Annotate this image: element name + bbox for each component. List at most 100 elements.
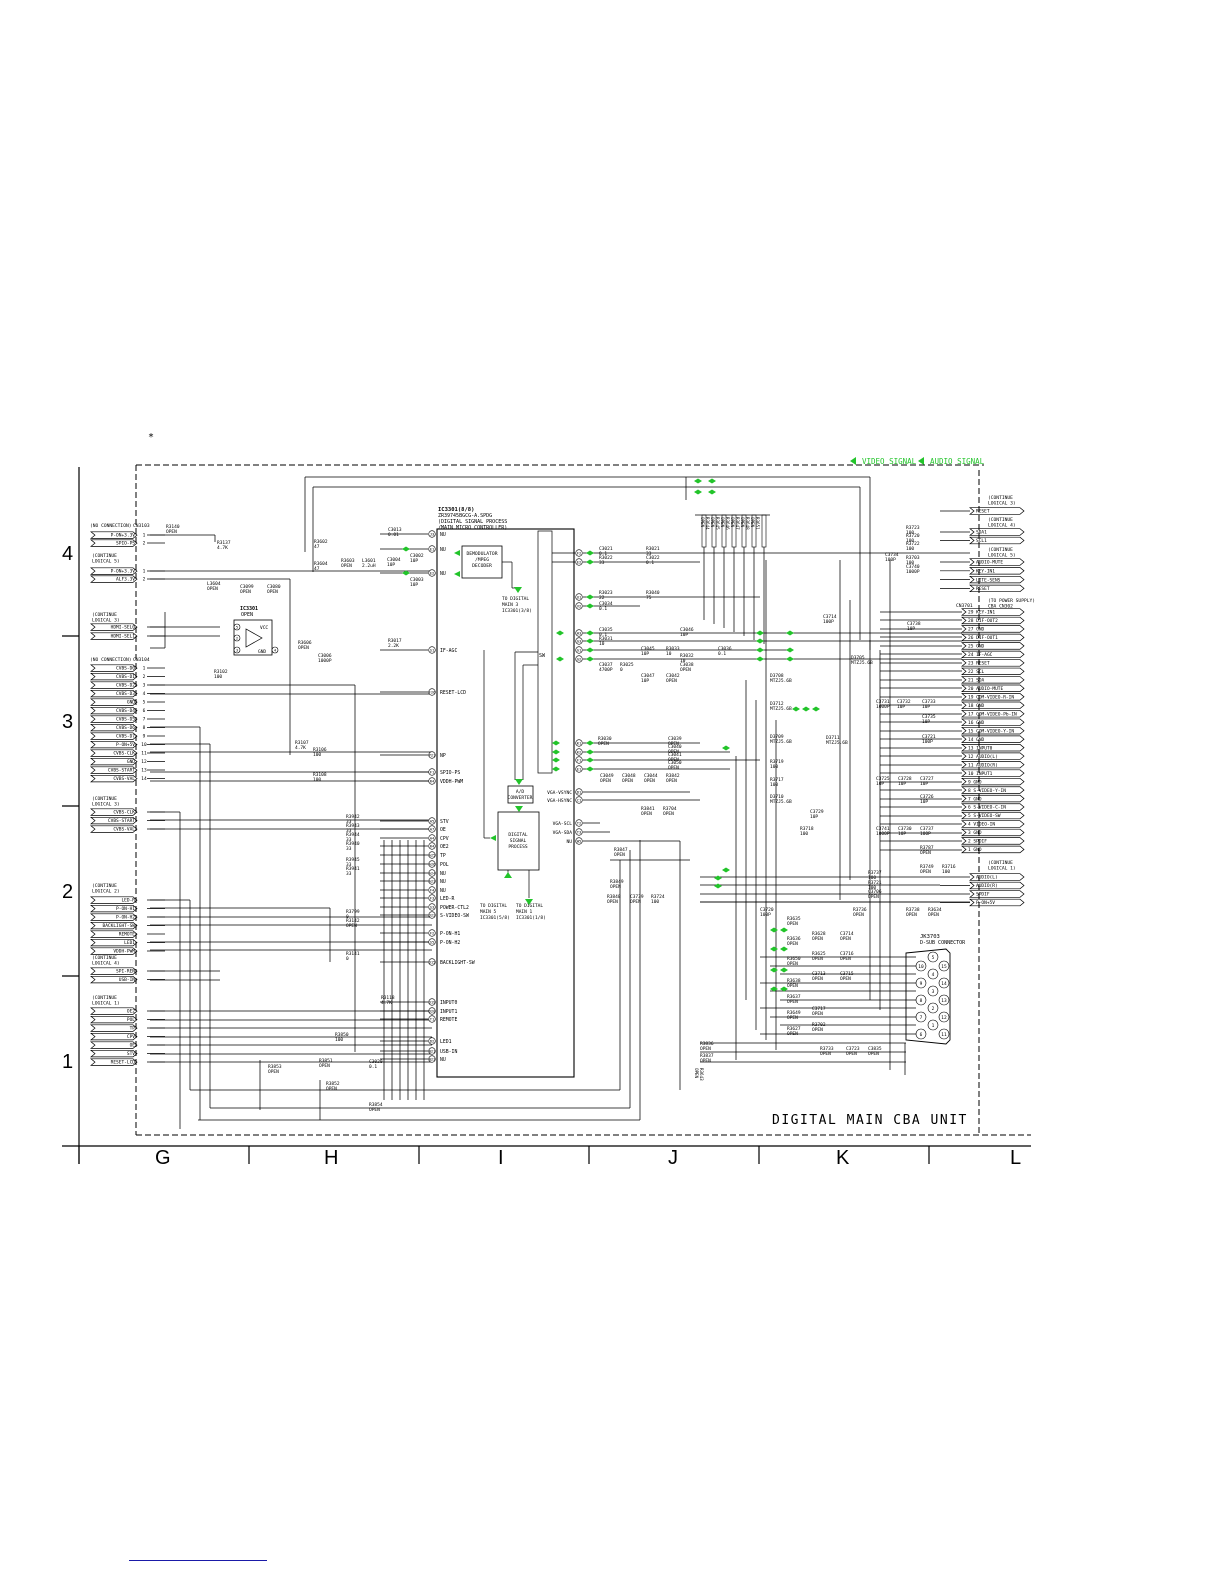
component-ref: D3711 <box>826 735 840 741</box>
component-ref: R3627 <box>787 1026 801 1032</box>
cont-digital4b-tag <box>969 536 1025 545</box>
cont-digital2-pin: BACKLIGHT-SW <box>102 923 135 929</box>
signal-arrow <box>586 749 594 755</box>
dsub-desc: D-SUB CONNECTOR <box>920 940 966 946</box>
component-ref: C3715 <box>840 971 854 977</box>
component-ref: R3108 <box>313 772 327 778</box>
cont-digital2-tag <box>90 921 138 930</box>
power-conn-pin: 3 GND <box>968 830 982 836</box>
cont-digital5b-pin: LITE-SENS <box>976 577 1001 583</box>
component-ref: C3048 <box>622 773 636 779</box>
dsub-pin-number: 3 <box>932 989 935 995</box>
ic-pin-number: T1 <box>430 1017 435 1022</box>
no-conn2-tag <box>90 698 138 706</box>
component-value: MTZJ5.6B <box>851 660 873 666</box>
component-value: OPEN <box>720 517 725 528</box>
cont-digital1-tag <box>90 1015 138 1024</box>
component-ref: R3736 <box>853 907 867 913</box>
cont-digital2-pin: REMOTE <box>119 932 136 938</box>
ic-small-opamp <box>245 628 263 648</box>
signal-arrow <box>722 867 730 873</box>
component-ref: R3942 <box>346 814 360 820</box>
component-value: 10P <box>641 651 649 657</box>
cont-digital1b-tag <box>969 873 1025 881</box>
ic-pin-right <box>575 837 583 845</box>
dsub-pin-number: 4 <box>932 972 935 978</box>
component-value: OPEN <box>787 921 798 927</box>
component-ref: C3042 <box>666 673 680 679</box>
cont-digital2-pin: LED-R <box>121 898 135 904</box>
component-ref: R3836 <box>700 1041 714 1047</box>
signal-arrow <box>556 630 564 636</box>
power-conn-tag <box>961 744 1025 752</box>
signal-arrow <box>780 946 788 952</box>
component-ref: R3704 <box>663 806 677 812</box>
component-value: OPEN <box>666 678 677 684</box>
signal-arrow <box>812 706 820 712</box>
component-value: 10P <box>920 781 928 787</box>
component-ref: R3648 <box>745 517 750 530</box>
component-value: 100P <box>760 912 771 918</box>
to-main3-text: MAIN 3 <box>502 602 519 608</box>
dsub-pin <box>927 951 939 963</box>
component-ref: C3049 <box>600 773 614 779</box>
dsp-text: SIGNAL <box>510 838 527 844</box>
no-conn2-tag <box>90 715 138 723</box>
signal-arrow <box>586 647 594 653</box>
arrow-demod-in-1 <box>454 550 460 556</box>
component-ref: L3604 <box>207 581 221 587</box>
cont-digital4-tag <box>90 967 138 975</box>
arrow-to-main1 <box>525 899 533 905</box>
ic-pin-left <box>428 911 436 919</box>
ic-pin-name: VDDH-PWM <box>440 779 463 785</box>
component-value: OPEN <box>920 850 931 856</box>
component-ref: R3606 <box>298 640 312 646</box>
component-ref: R3733 <box>820 1046 834 1052</box>
component-value: OPEN <box>630 899 641 905</box>
component-value: 10P <box>922 704 930 710</box>
signal-arrow <box>586 766 594 772</box>
col-marker-k: K <box>836 1147 850 1169</box>
ic-pin-name: TP <box>440 853 446 859</box>
component-ref: C3045 <box>641 646 655 652</box>
cont-digital1b-pin: AUDIO(L) <box>976 875 998 881</box>
dsub-pin <box>938 960 950 972</box>
dsp-text: DIGITAL <box>508 832 528 838</box>
signal-arrow <box>552 757 560 763</box>
power-conn-title: (TO POWER SUPPLY) <box>988 598 1035 604</box>
component-value: 1000P <box>876 831 890 837</box>
ic-pin-right <box>575 739 583 747</box>
component-ref: C3706 <box>868 889 882 895</box>
component-ref: R3847 <box>614 847 628 853</box>
dsub-ref: JK3703 <box>920 934 940 940</box>
signal-arrow <box>770 927 778 933</box>
arrow-dsp-in <box>490 835 496 841</box>
power-conn-pin: 26 DIF-OUT1 <box>968 635 998 641</box>
component-ref: C3013 <box>388 527 402 533</box>
signal-arrow <box>770 946 778 952</box>
ic-pin-left <box>428 530 436 538</box>
power-conn-pin: 13 INPUT0 <box>968 745 993 751</box>
power-conn-tag <box>961 718 1025 726</box>
arrow-to-dsp <box>515 806 523 812</box>
cont-digital2-tag <box>90 904 138 913</box>
dsub-pin <box>915 960 927 972</box>
component-value: 0.1 <box>599 632 607 638</box>
component-ref: R3799 <box>346 909 360 915</box>
component-value: 10P <box>680 632 688 638</box>
component-value: OPEN <box>710 517 715 528</box>
component-ref: R3140 <box>166 524 180 530</box>
cont-digital5-num: 2 <box>143 577 146 583</box>
no-conn2-pin: CVBS-CLK <box>113 751 135 757</box>
to-main5-text: MAIN 5 <box>480 909 497 915</box>
component-value: OPEN <box>644 778 655 784</box>
cont-digital1-tag <box>90 1024 138 1032</box>
component-value: OPEN <box>369 1107 380 1113</box>
power-conn-pin: 17 COM-VIDEO-Pb-IN <box>968 711 1017 717</box>
ic-pin-name: NU <box>440 888 446 894</box>
component-value: MTZJ5.6B <box>770 678 792 684</box>
no-conn2-pin: CVBS-VAL <box>113 776 135 782</box>
component-ref: R3021 <box>646 546 660 552</box>
power-conn-tag <box>961 760 1025 769</box>
ic-pin-name: POL <box>440 862 449 868</box>
